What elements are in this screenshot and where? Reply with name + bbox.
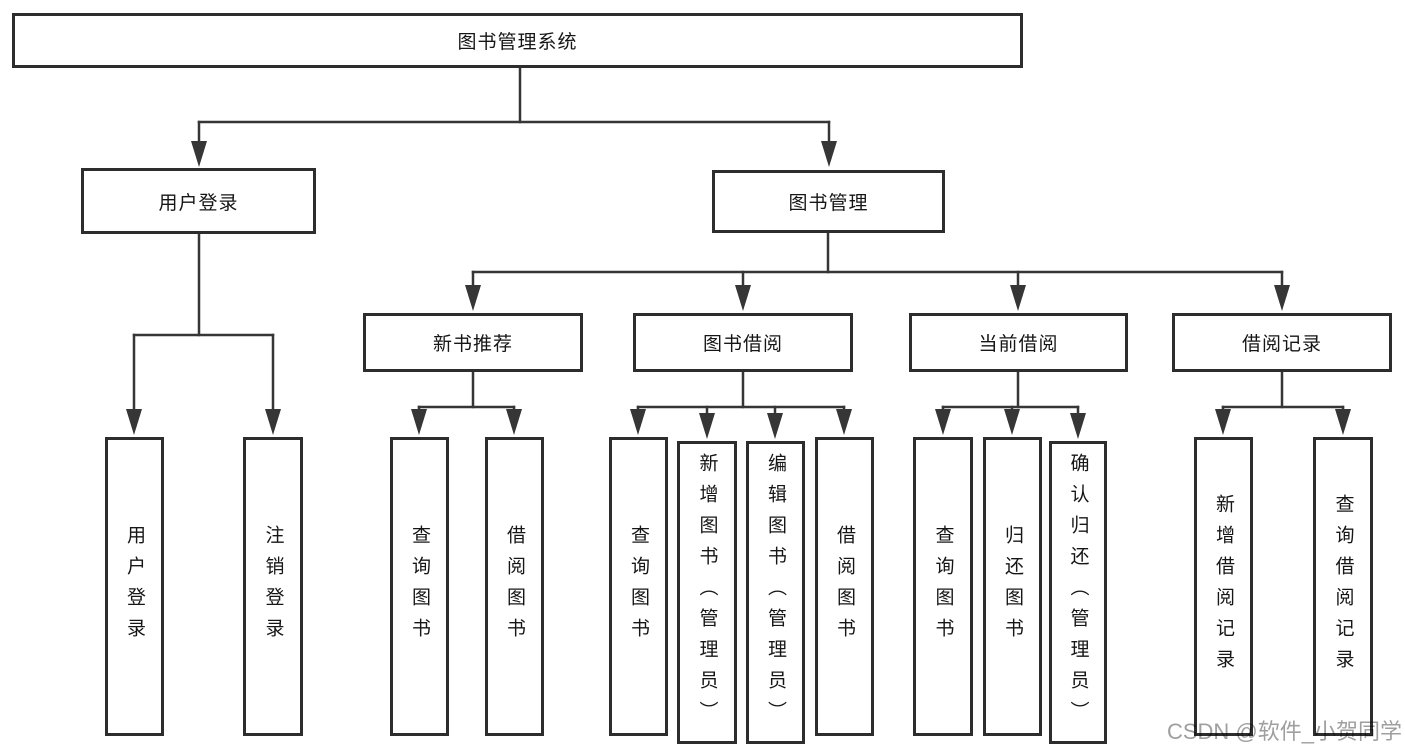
leaf-logout: 注销登录 [243,437,303,736]
leaf-bb-add-books-admin: 新增图书（管理员） [677,441,737,744]
leaf-bb-borrow-books: 借阅图书 [815,437,874,736]
node-book-management: 图书管理 [712,170,945,233]
leaf-cb-confirm-return-admin: 确认归还（管理员） [1049,441,1107,744]
leaf-br-query-record: 查询借阅记录 [1313,437,1373,736]
leaf-cb-query-books: 查询图书 [913,437,973,736]
node-current-borrow: 当前借阅 [909,313,1128,372]
node-borrow-records: 借阅记录 [1172,313,1392,372]
node-library-management-system: 图书管理系统 [12,13,1023,68]
leaf-user-login: 用户登录 [105,437,164,736]
leaf-nbr-borrow-books: 借阅图书 [485,437,544,736]
node-user-login: 用户登录 [81,168,316,234]
leaf-cb-return-books: 归还图书 [983,437,1042,736]
node-new-book-recommend: 新书推荐 [363,313,583,372]
leaf-bb-edit-books-admin: 编辑图书（管理员） [746,441,805,744]
leaf-nbr-query-books: 查询图书 [390,437,449,736]
csdn-watermark: CSDN @软件_小贺同学 [1166,719,1402,744]
leaf-br-add-record: 新增借阅记录 [1194,437,1253,736]
node-book-borrow: 图书借阅 [633,313,853,372]
arrowheads [126,141,1351,439]
leaf-bb-query-books: 查询图书 [609,437,668,736]
